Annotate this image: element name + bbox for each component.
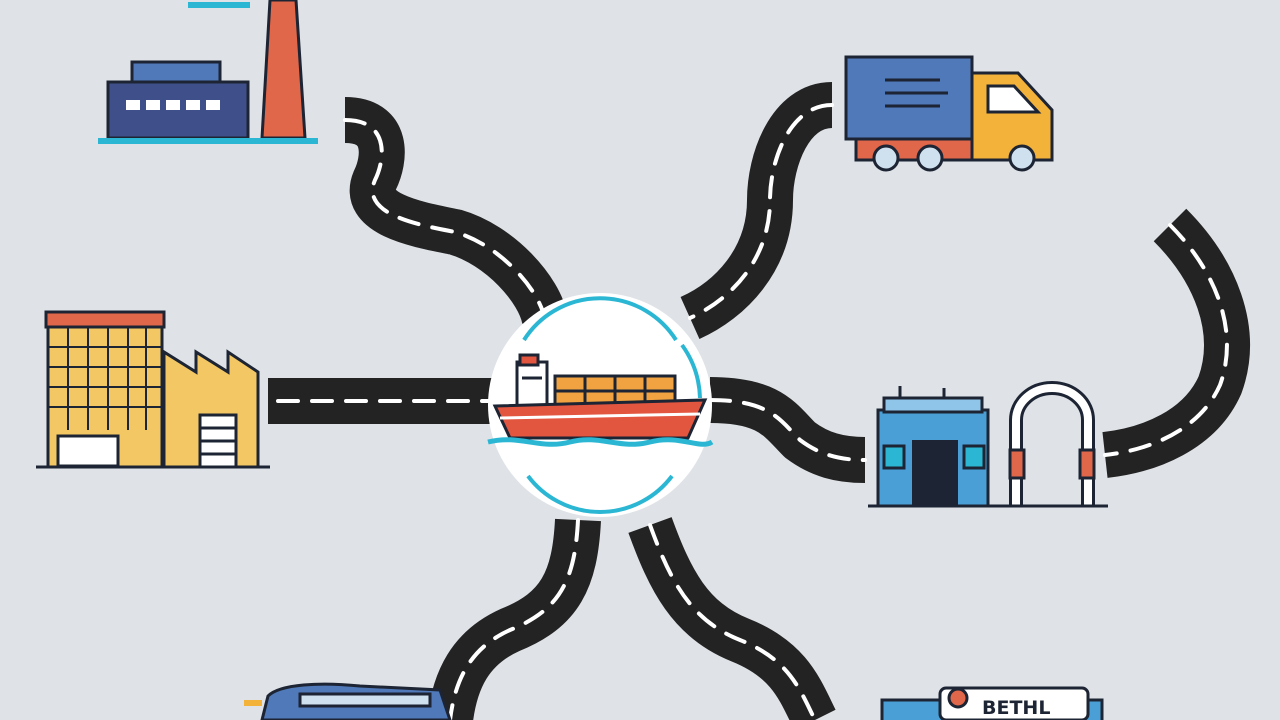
road-lane-train (448, 518, 580, 720)
truck-node (844, 55, 1054, 172)
sign-board-icon: BETHL (880, 686, 1104, 720)
road-to-customs (709, 377, 866, 483)
hub-ship (487, 293, 714, 517)
sign-label: BETHL (982, 697, 1050, 719)
train-node (244, 682, 452, 720)
road-to-truck (679, 82, 835, 339)
delivery-truck-icon (844, 55, 1054, 172)
road-to-factory (343, 97, 568, 326)
road-to-sign (628, 517, 836, 720)
cargo-ship-icon (487, 353, 714, 447)
factory-smokestack-icon (98, 0, 318, 144)
warehouse-building-icon (36, 310, 270, 469)
road-lane-factory (343, 118, 547, 322)
road-lane-arc-right (1103, 223, 1229, 457)
roads (268, 82, 1250, 720)
customs-node (868, 381, 1108, 508)
road-arc-right (1102, 208, 1250, 478)
road-lane-customs (708, 398, 867, 462)
train-icon (244, 682, 452, 720)
customs-gate-icon (868, 381, 1108, 508)
factory-node (98, 0, 318, 144)
warehouse-node (36, 310, 270, 469)
sign-node: BETHL (880, 686, 1104, 720)
road-lane-truck (688, 103, 834, 320)
road-to-train (427, 518, 601, 720)
road-lane-sign (648, 523, 817, 720)
